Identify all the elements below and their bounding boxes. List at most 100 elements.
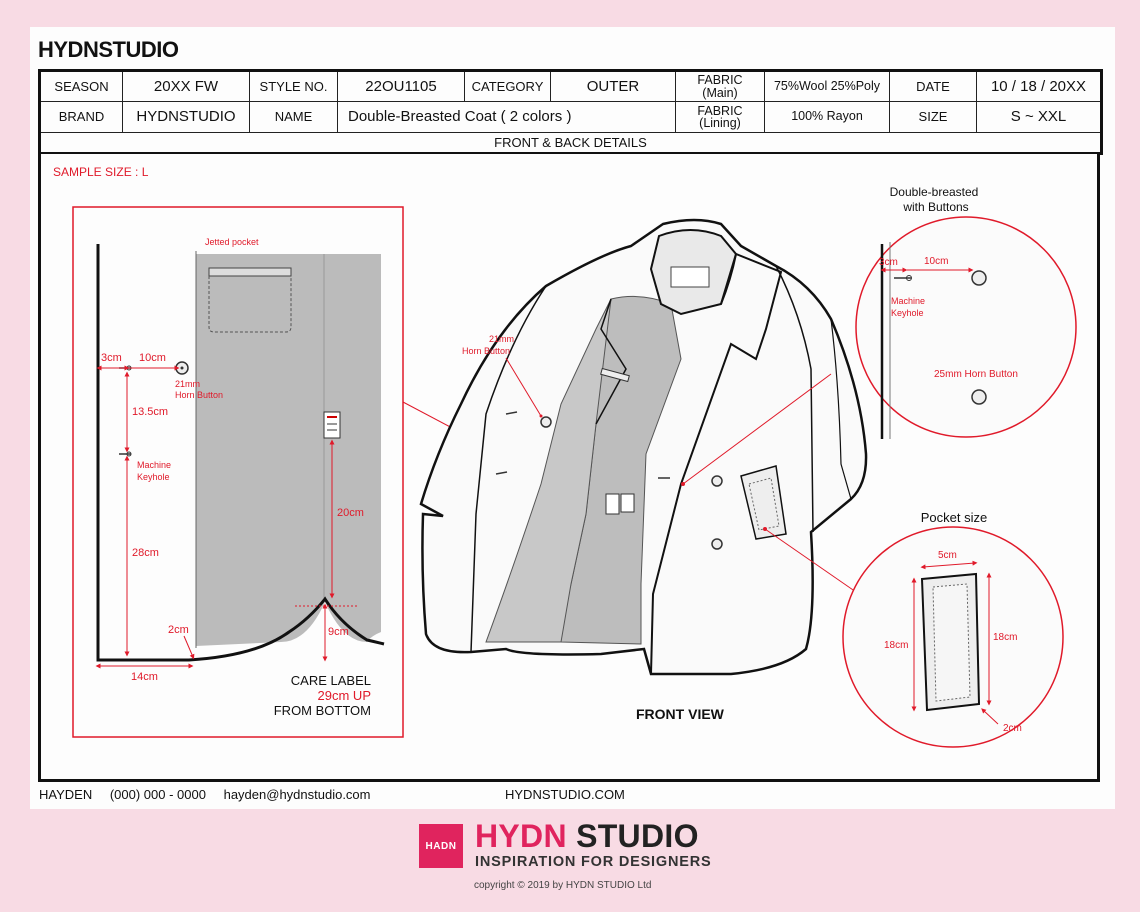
sample-size-label: SAMPLE SIZE : L — [53, 165, 149, 179]
logo-name-rest: STUDIO — [566, 818, 699, 854]
brand-value: HYDNSTUDIO — [122, 101, 250, 133]
lining-care-label-icon — [605, 493, 620, 515]
zoom-dim-10cm: 10cm — [924, 256, 948, 267]
fabric-main-label-line2: (Main) — [702, 85, 738, 100]
zoom-horn-label: 25mm Horn Button — [934, 369, 1018, 380]
zoom-pocket-title: Pocket size — [921, 510, 987, 525]
zoom-dim-18cm-left: 18cm — [884, 640, 908, 651]
season-value: 20XX FW — [122, 70, 250, 102]
footer-contact: HAYDEN (000) 000 - 0000 hayden@hydnstudi… — [39, 787, 371, 802]
name-value: Double-Breasted Coat ( 2 colors ) — [337, 101, 676, 133]
horn-21-line1: 21mm — [175, 379, 200, 389]
footer-phone: (000) 000 - 0000 — [109, 787, 206, 802]
dim-3cm: 3cm — [101, 352, 122, 364]
keyhole-line1: Machine — [137, 460, 171, 470]
dim-13-5cm: 13.5cm — [132, 406, 168, 418]
care-label-line1: CARE LABEL — [291, 673, 371, 688]
zoom-keyhole-line2: Keyhole — [891, 308, 924, 318]
brand-title: HYDNSTUDIO — [38, 37, 179, 62]
date-value: 10 / 18 / 20XX — [976, 70, 1102, 102]
logo-name-accent: HYDN — [475, 818, 567, 854]
technical-drawing: SAMPLE SIZE : L Jetted pocket 3cm 10cm — [53, 165, 1077, 748]
neck-label-icon — [670, 266, 710, 288]
dim-14cm: 14cm — [131, 671, 158, 683]
keyhole-line2: Keyhole — [137, 472, 170, 482]
zoom-buttons-title-line1: Double-breasted — [890, 185, 979, 199]
dim-20cm: 20cm — [337, 507, 364, 519]
front-horn-line2: Horn Button — [462, 346, 510, 356]
zoom-dim-2cm: 2cm — [1003, 723, 1022, 734]
front-horn-line1: 21mm — [489, 334, 514, 344]
zoom-dim-5cm: 5cm — [938, 550, 957, 561]
copyright: copyright © 2019 by HYDN STUDIO Ltd — [474, 880, 652, 891]
zoom-pocket-inner — [932, 583, 971, 702]
coat-button-icon — [711, 538, 723, 550]
footer-site[interactable]: HYDNSTUDIO.COM — [505, 787, 625, 802]
zoom-keyhole-eye-icon — [906, 275, 912, 281]
zoom-buttons-circle — [855, 216, 1077, 438]
fabric-main-value: 75%Wool 25%Poly — [764, 70, 890, 102]
fabric-lining-label-line1: FABRIC — [697, 103, 743, 118]
fabric-lining-value: 100% Rayon — [764, 101, 890, 133]
size-value: S ~ XXL — [976, 101, 1102, 133]
name-label: NAME — [249, 101, 338, 133]
date-label: DATE — [889, 70, 977, 102]
zoom-dim-line-5cm — [920, 560, 978, 570]
zoom-dim-3cm: 3cm — [879, 257, 898, 268]
dim-line-2cm — [183, 635, 195, 660]
horn-21-line2: Horn Button — [175, 390, 223, 400]
fabric-lining-label: FABRIC(Lining) — [675, 101, 765, 133]
brand-logo: HADN HYDN STUDIO INSPIRATION FOR DESIGNE… — [419, 818, 729, 872]
style-value: 22OU1105 — [337, 70, 465, 102]
zoom-dim-line-2cm — [981, 708, 999, 725]
season-label: SEASON — [39, 70, 123, 102]
category-value: OUTER — [550, 70, 676, 102]
fabric-lining-label-line2: (Lining) — [699, 116, 741, 130]
jetted-pocket-welt — [208, 267, 292, 277]
lining-care-label-icon — [620, 493, 635, 513]
front-horn-leader — [505, 357, 542, 417]
fabric-main-label: FABRIC(Main) — [675, 70, 765, 102]
size-label: SIZE — [889, 101, 977, 133]
connector-buttons-dot — [681, 482, 685, 486]
drawing-area: SAMPLE SIZE : L Jetted pocket 3cm 10cm — [38, 154, 1100, 782]
horn-button-hole-icon — [180, 366, 184, 370]
zoom-button-top-icon — [971, 270, 987, 286]
jetted-pocket-bag — [208, 276, 292, 333]
care-label-icon — [323, 411, 341, 439]
coat-front-view — [419, 218, 868, 676]
coat-button-icon — [540, 416, 552, 428]
category-label: CATEGORY — [464, 70, 551, 102]
connector-buttons-zoom — [682, 373, 832, 485]
spec-sheet: HYDNSTUDIO SEASON 20XX FW STYLE NO. 22OU… — [30, 27, 1115, 809]
fabric-main-label-line1: FABRIC — [697, 73, 743, 87]
dim-2cm: 2cm — [168, 624, 189, 636]
front-horn-dot — [539, 414, 543, 418]
brand-label: BRAND — [39, 101, 123, 133]
logo-tagline: INSPIRATION FOR DESIGNERS — [475, 854, 712, 870]
spec-table: SEASON 20XX FW STYLE NO. 22OU1105 CATEGO… — [38, 69, 1103, 155]
footer-name: HAYDEN — [39, 787, 93, 802]
side-pocket-icon — [740, 465, 787, 540]
coat-button-icon — [711, 475, 723, 487]
coat-edge — [96, 244, 385, 662]
zoom-buttons-title-line2: with Buttons — [902, 200, 968, 214]
dim-28cm: 28cm — [132, 547, 159, 559]
dim-9cm: 9cm — [328, 626, 349, 638]
logo-mark-icon: HADN — [419, 824, 463, 868]
zoom-button-bottom-icon — [971, 389, 987, 405]
zoom-dim-18cm-right: 18cm — [993, 632, 1017, 643]
connector-pocket-zoom — [764, 528, 857, 593]
footer-email[interactable]: hayden@hydnstudio.com — [223, 787, 371, 802]
front-view-label: FRONT VIEW — [636, 706, 725, 722]
style-label: STYLE NO. — [249, 70, 338, 102]
dim-10cm: 10cm — [139, 352, 166, 364]
jetted-pocket-label: Jetted pocket — [205, 237, 259, 247]
care-label-line3: FROM BOTTOM — [274, 703, 371, 718]
care-label-line2: 29cm UP — [318, 688, 371, 703]
zoom-keyhole-line1: Machine — [891, 296, 925, 306]
connector-pocket-dot — [763, 527, 767, 531]
detail-frame — [72, 206, 404, 738]
section-title: FRONT & BACK DETAILS — [39, 132, 1102, 154]
lining-panel — [196, 254, 381, 646]
